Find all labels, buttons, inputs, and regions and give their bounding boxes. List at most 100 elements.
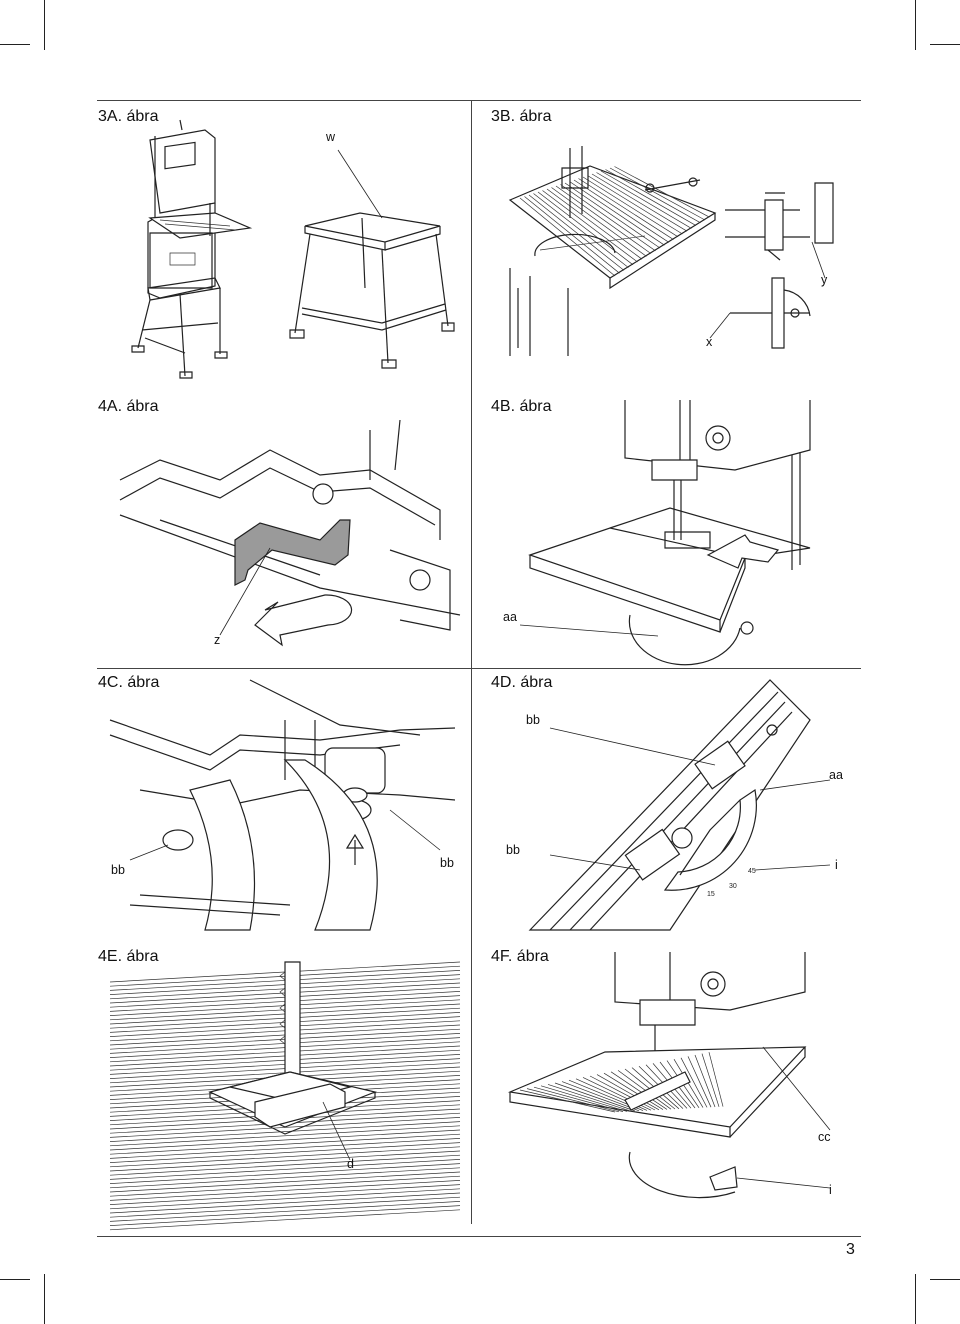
figure-4a-title: 4A. ábra (98, 398, 159, 415)
hatch-line (552, 188, 647, 257)
hatch-line (709, 1052, 723, 1106)
hatch-line (583, 177, 678, 237)
label-x: x (706, 335, 713, 349)
hatch-line (555, 1083, 635, 1111)
hatch-line (110, 1151, 460, 1171)
hatch-line (110, 1134, 460, 1154)
hatch-line (110, 1172, 460, 1192)
figure-4d-drawing: 15 30 45 (510, 680, 850, 930)
hatch-line (579, 179, 674, 240)
scale-tick: 30 (729, 883, 737, 890)
hatch-line (110, 1210, 460, 1230)
label-z: z (214, 633, 221, 647)
hatch-line (110, 1180, 460, 1200)
hatch-line (561, 185, 656, 251)
figure-3a-drawing (120, 118, 460, 380)
hatch-line (695, 1055, 715, 1107)
hatch-line (110, 1185, 460, 1205)
crop-mark (930, 44, 960, 45)
hatch-line (110, 1168, 460, 1188)
hatch-line (110, 1206, 460, 1226)
label-bb-top: bb (526, 713, 540, 727)
hatch-line (543, 191, 638, 263)
label-aa: aa (503, 610, 517, 624)
figure-3a-title: 3A. ábra (98, 108, 159, 125)
figure-3b-drawing (510, 138, 850, 358)
hatch-line (618, 1070, 671, 1109)
figure-4b-drawing (510, 400, 850, 658)
hatch-line (597, 1075, 659, 1110)
hatch-line (611, 1072, 667, 1110)
crop-mark (930, 1279, 960, 1280)
label-d: d (347, 1157, 354, 1171)
hatch-line (110, 1143, 460, 1163)
hatch-line (110, 1130, 460, 1150)
figure-4a-drawing (120, 420, 460, 660)
hatch-line (541, 1086, 627, 1112)
hatch-line (110, 1164, 460, 1184)
hatch-line (110, 1197, 460, 1217)
hatch-line (588, 176, 683, 235)
hatch-line (110, 1193, 460, 1213)
figure-3b-title: 3B. ábra (491, 108, 552, 125)
label-aa: aa (829, 768, 843, 782)
figure-4b-title: 4B. ábra (491, 398, 552, 415)
hatch-line (556, 186, 651, 254)
hatch-line (597, 173, 692, 229)
hatch-line (110, 1155, 460, 1175)
label-bb-right: bb (440, 856, 454, 870)
row-divider (97, 668, 861, 669)
crop-mark (44, 1274, 45, 1324)
figure-4f-title: 4F. ábra (491, 948, 549, 965)
hatch-line (702, 1054, 719, 1107)
hatch-line (688, 1056, 711, 1107)
hatch-line (520, 198, 615, 276)
label-bb-bottom: bb (506, 843, 520, 857)
center-divider (471, 101, 472, 1224)
figure-4e-drawing (110, 962, 460, 1224)
hatch-line (529, 195, 624, 270)
hatch-line (110, 1189, 460, 1209)
hatch-line (562, 1082, 639, 1111)
hatch-line (538, 192, 633, 265)
hatch-line (534, 1087, 623, 1111)
label-i: i (835, 858, 838, 872)
crop-mark (0, 1279, 30, 1280)
label-w: w (326, 130, 336, 144)
figure-4e-title: 4E. ábra (98, 948, 159, 965)
crop-mark (0, 44, 30, 45)
label-bb-left: bb (111, 863, 125, 877)
hatch-line (110, 1147, 460, 1167)
hatch-line (110, 1126, 460, 1146)
scale-tick: 45 (748, 868, 756, 875)
label-y: y (821, 273, 828, 287)
crop-mark (915, 0, 916, 50)
hatch-line (604, 1073, 663, 1109)
crop-mark (44, 0, 45, 50)
page-number: 3 (846, 1241, 855, 1258)
figure-4f-drawing (505, 952, 850, 1224)
hatch-line (681, 1058, 707, 1108)
hatch-line (592, 174, 687, 231)
figure-4c-drawing (100, 680, 460, 930)
hatch-line (548, 1084, 631, 1111)
hatch-line (110, 1201, 460, 1221)
hatch-line (574, 180, 669, 242)
hatch-line (527, 1089, 619, 1112)
top-rule (97, 100, 861, 101)
hatch-line (610, 168, 705, 220)
hatch-line (520, 1090, 615, 1112)
figure-4d-title: 4D. ábra (491, 674, 553, 691)
label-i: i (829, 1183, 832, 1197)
hatch-line (110, 1138, 460, 1158)
bottom-rule (97, 1236, 861, 1237)
crop-mark (915, 1274, 916, 1324)
scale-tick: 15 (707, 891, 715, 898)
hatch-line (565, 183, 660, 248)
label-cc: cc (818, 1130, 831, 1144)
hatch-line (110, 1159, 460, 1179)
hatch-line (110, 1176, 460, 1196)
figure-4c-title: 4C. ábra (98, 674, 160, 691)
hatch-line (570, 182, 665, 246)
hatch-line (606, 170, 701, 223)
